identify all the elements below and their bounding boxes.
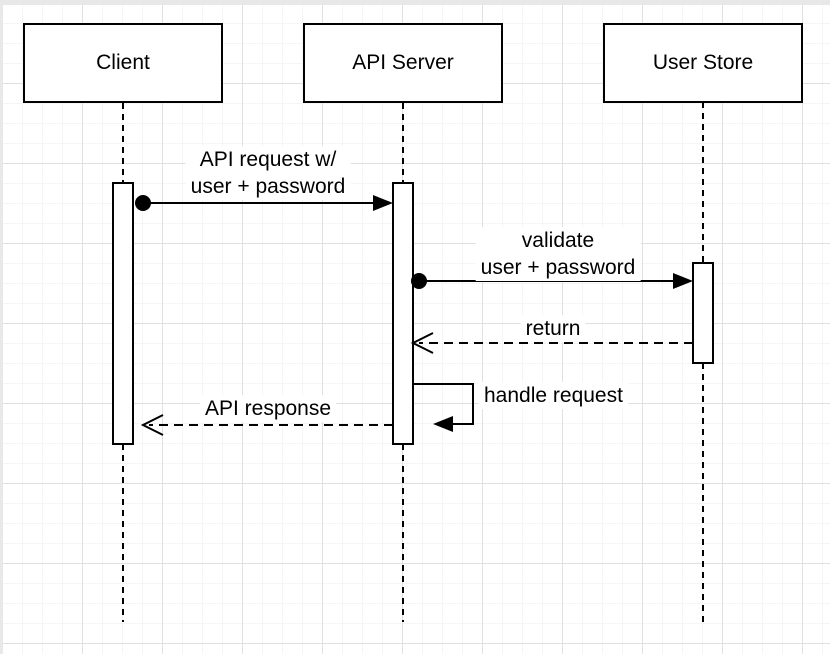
actor-label-api-server: API Server — [352, 51, 454, 74]
message-label-return[interactable]: return — [520, 315, 586, 342]
message-label-handle-request[interactable]: handle request — [479, 382, 628, 409]
open-arrowhead-icon — [140, 414, 164, 436]
actor-label-user-store: User Store — [652, 51, 754, 74]
message-label-api-request[interactable]: API request w/ user + password — [185, 146, 351, 200]
open-arrowhead-icon — [410, 332, 434, 354]
actor-box-user-store[interactable]: User Store — [603, 23, 803, 103]
message-label-validate[interactable]: validate user + password — [475, 227, 641, 281]
arrow-return[interactable] — [410, 332, 693, 354]
arrow-validate[interactable] — [411, 273, 693, 289]
arrow-api-request[interactable] — [135, 195, 393, 211]
activation-bar-api-server[interactable] — [392, 182, 414, 445]
message-label-api-response[interactable]: API response — [199, 395, 337, 422]
arrow-handle-request[interactable] — [413, 383, 474, 432]
actor-label-client: Client — [96, 51, 150, 74]
filled-arrowhead-icon — [433, 416, 453, 432]
filled-arrowhead-icon — [673, 273, 693, 289]
actor-box-api-server[interactable]: API Server — [303, 23, 503, 103]
canvas-edge-left — [0, 0, 3, 654]
activation-bar-client[interactable] — [112, 182, 134, 445]
activation-bar-user-store[interactable] — [692, 262, 714, 364]
actor-box-client[interactable]: Client — [23, 23, 223, 103]
filled-arrowhead-icon — [373, 195, 393, 211]
arrow-api-response[interactable] — [140, 414, 393, 436]
canvas-edge-top — [0, 0, 830, 5]
